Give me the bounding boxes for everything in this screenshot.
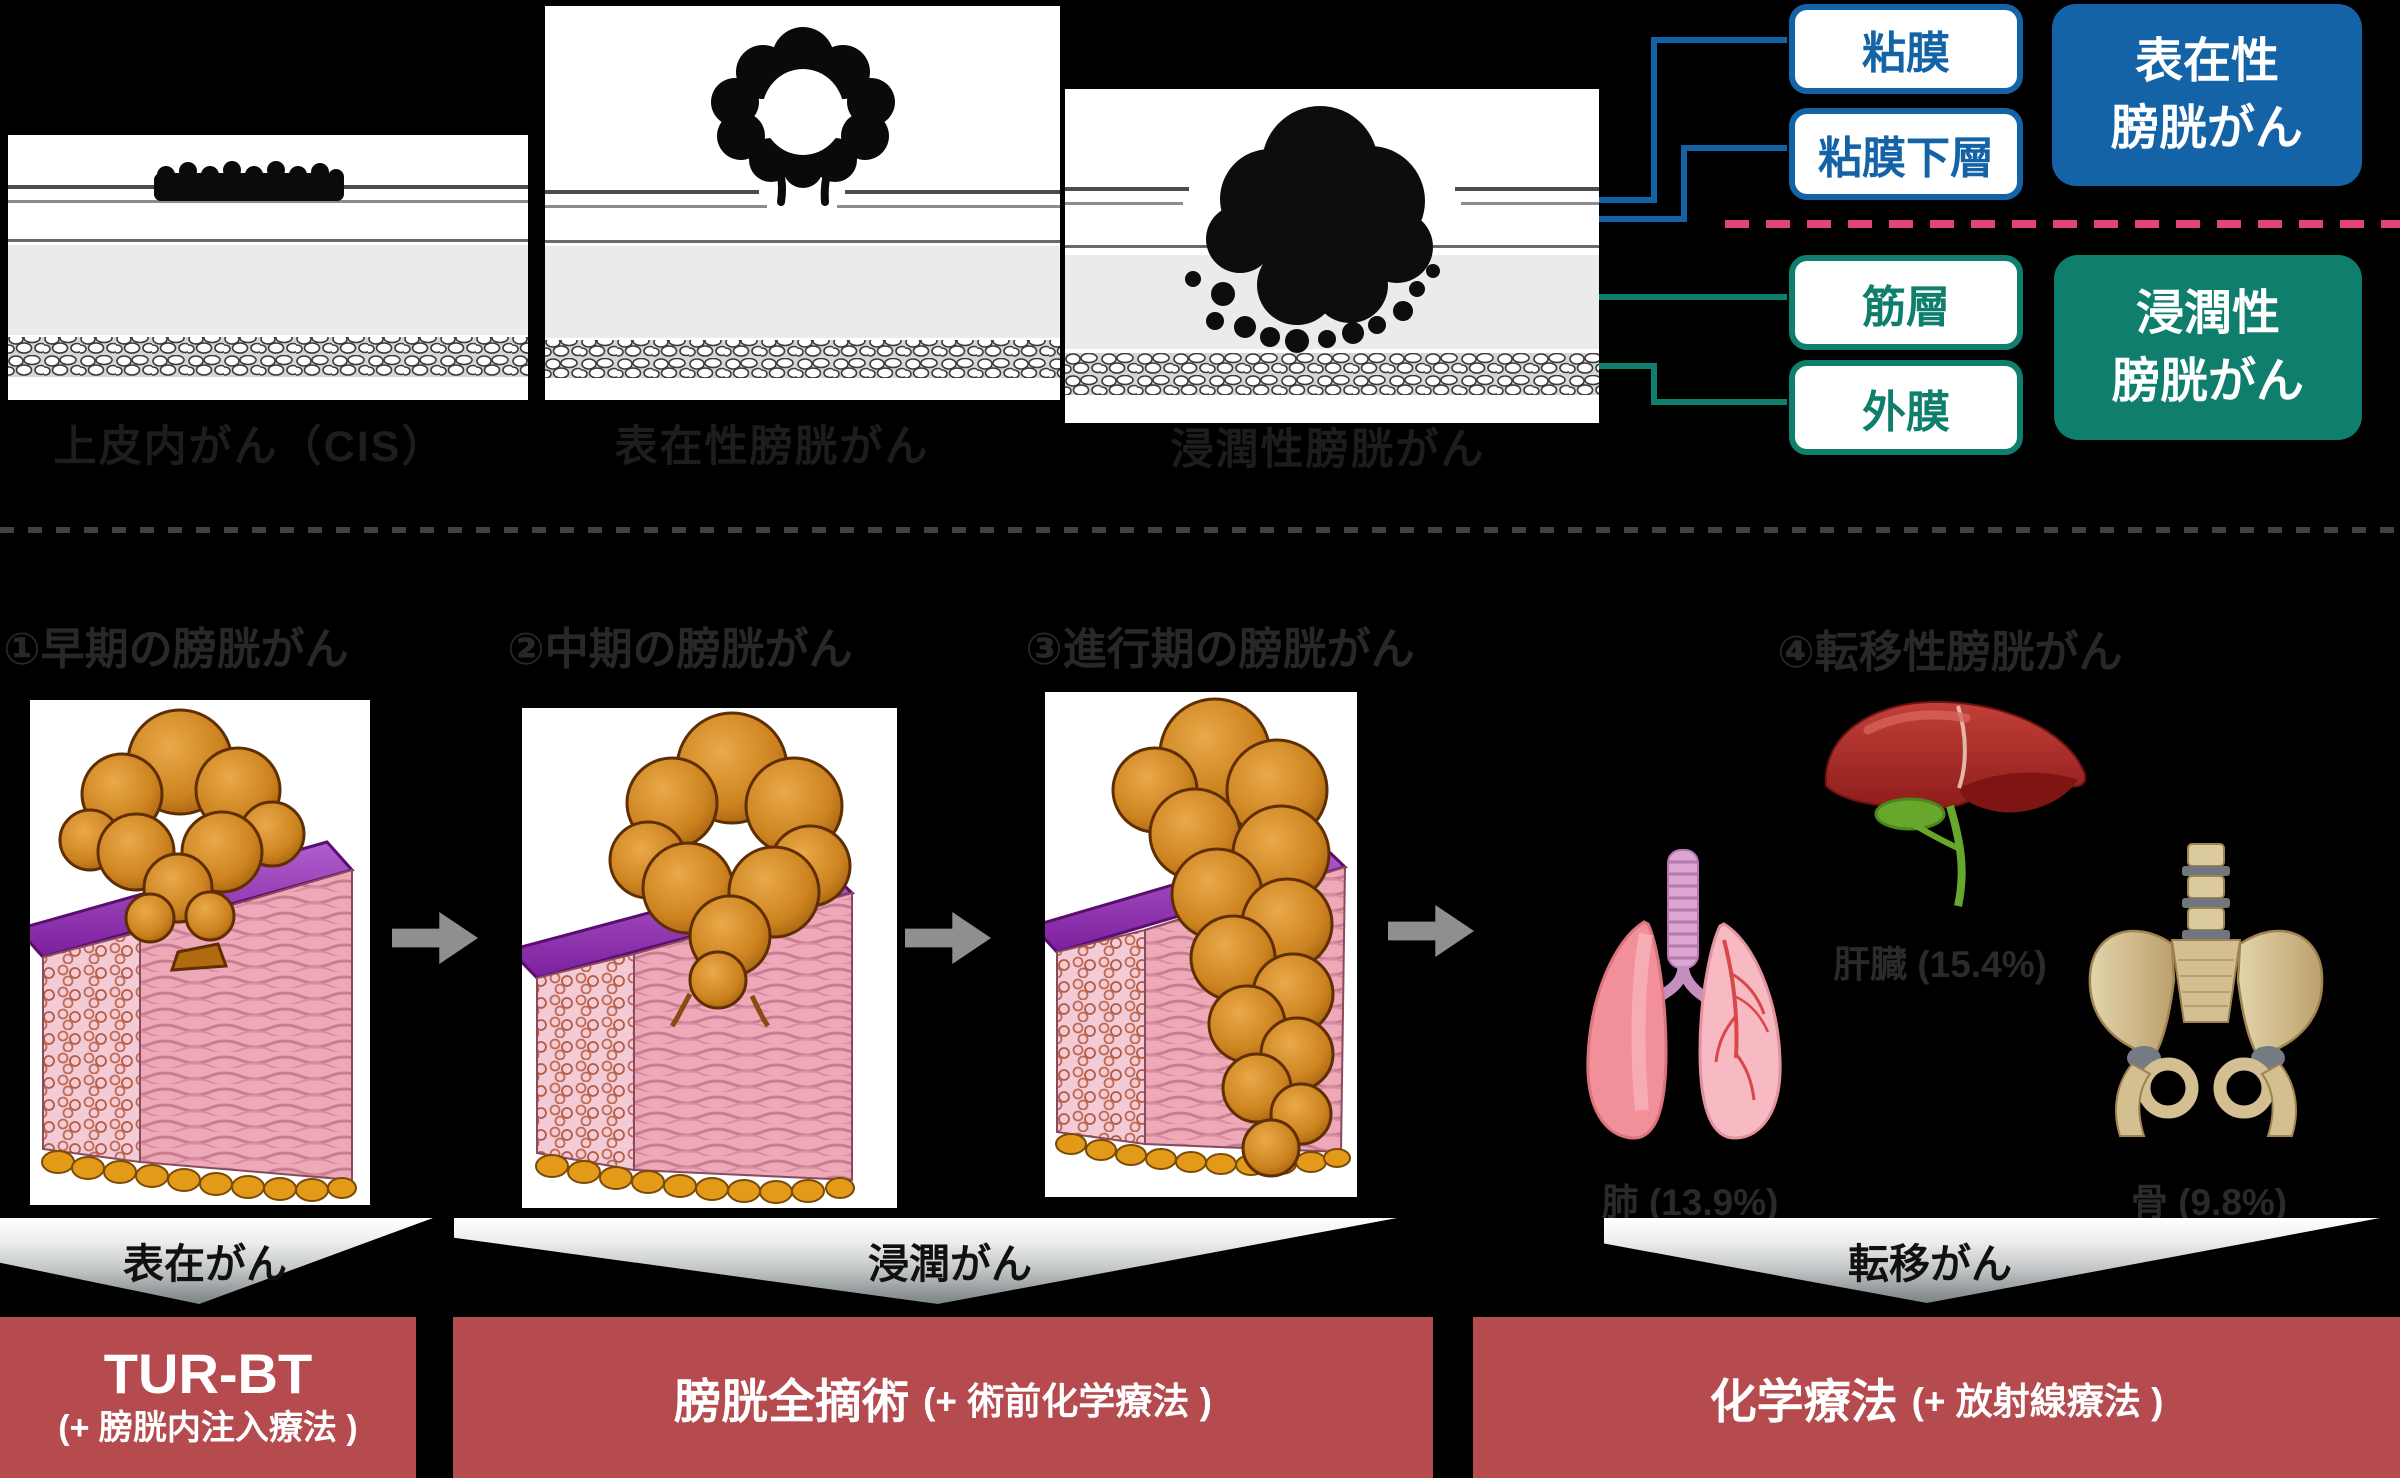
invasive-line2: 膀胱がん xyxy=(2111,354,2304,408)
layer-label-mucosa: 粘膜 xyxy=(1789,4,2023,94)
category-label-superficial: 表在がん xyxy=(123,1241,287,1287)
adventitia-text: 外膜 xyxy=(1862,387,1950,437)
histology-caption-cis: 上皮内がん（CIS） xyxy=(53,423,447,471)
stage-title-4: ④転移性膀胱がん xyxy=(1777,628,2123,677)
papillary-tumor-stage1 xyxy=(58,708,306,972)
superficial-line2: 膀胱がん xyxy=(2110,102,2303,155)
fat-layer xyxy=(41,1150,357,1202)
histology-caption-superficial: 表在性膀胱がん xyxy=(614,423,930,471)
invasive-line1: 浸潤性 xyxy=(2135,287,2280,341)
invasive-diagram xyxy=(1065,89,1599,423)
progression-arrow-1-icon xyxy=(392,912,478,964)
histology-image-superficial xyxy=(545,6,1060,400)
treatment-main-chemotherapy: 化学療法 xyxy=(1709,1375,1898,1428)
superficial-line1: 表在性 xyxy=(2134,34,2279,88)
progression-arrow-2-icon xyxy=(905,912,991,964)
tumor-stage3 xyxy=(1111,697,1335,1178)
section-divider xyxy=(0,527,2400,533)
superficial-diagram xyxy=(545,6,1060,400)
muscle-text: 筋層 xyxy=(1862,282,1950,332)
treatment-sub-chemotherapy: (+ 放射線療法 ) xyxy=(1911,1380,2164,1422)
superficial-invasive-divider xyxy=(1725,220,2400,228)
treatment-bar-chemotherapy: 化学療法 (+ 放射線療法 ) xyxy=(1473,1317,2400,1478)
cis-diagram xyxy=(8,135,528,400)
treatment-bar-cystectomy: 膀胱全摘術 (+ 術前化学療法 ) xyxy=(453,1317,1433,1478)
histology-image-cis xyxy=(8,135,528,400)
pelvis-illustration xyxy=(2088,843,2324,1137)
tumor-stage2 xyxy=(608,711,852,1010)
treatment-sub-cystectomy: (+ 術前化学療法 ) xyxy=(923,1380,1212,1422)
treatment-main-cystectomy: 膀胱全摘術 xyxy=(674,1375,910,1428)
metastasis-label-liver: 肝臓 (15.4%) xyxy=(1833,944,2047,985)
layer-label-muscle: 筋層 xyxy=(1789,255,2023,350)
stage1-illustration xyxy=(30,700,370,1205)
stage-title-3: ③進行期の膀胱がん xyxy=(1025,625,1415,674)
histology-image-invasive xyxy=(1065,89,1599,423)
layer-label-submucosa: 粘膜下層 xyxy=(1789,108,2023,200)
superficial-cancer-group-box: 表在性 膀胱がん xyxy=(2052,4,2362,186)
metastasis-label-bone: 骨 (9.8%) xyxy=(2130,1182,2288,1223)
stage2-illustration xyxy=(522,708,897,1208)
metastasis-label-lung: 肺 (13.9%) xyxy=(1601,1182,1779,1223)
histology-caption-invasive: 浸潤性膀胱がん xyxy=(1170,426,1486,474)
category-label-metastatic: 転移がん xyxy=(1848,1241,2012,1287)
lung-vessels xyxy=(1714,939,1770,1101)
stage-title-2: ②中期の膀胱がん xyxy=(507,625,853,674)
liver-illustration xyxy=(1824,700,2087,907)
fat-layer xyxy=(535,1154,855,1204)
treatment-bar-turbt: TUR-BT (+ 膀胱内注入療法 ) xyxy=(0,1317,416,1478)
progression-arrow-3-icon xyxy=(1388,905,1474,957)
cis-tumor-lump xyxy=(154,161,344,201)
treatment-main-turbt: TUR-BT xyxy=(103,1341,313,1405)
invasive-cancer-group-box: 浸潤性 膀胱がん xyxy=(2054,255,2362,440)
mid-tumor-block xyxy=(522,708,897,1208)
tumor-roots xyxy=(669,992,771,1028)
layer-label-adventitia: 外膜 xyxy=(1789,360,2023,455)
category-label-invasive: 浸潤がん xyxy=(868,1241,1032,1287)
invasive-tumor-mass xyxy=(1185,106,1440,353)
treatment-sub-turbt: (+ 膀胱内注入療法 ) xyxy=(58,1408,358,1447)
bile-duct xyxy=(1946,804,1966,907)
gallbladder xyxy=(1874,797,1946,831)
lungs-illustration xyxy=(1586,849,1782,1140)
papillary-tumor xyxy=(711,27,895,206)
mucosa-text: 粘膜 xyxy=(1862,29,1950,78)
stage-title-1: ①早期の膀胱がん xyxy=(3,625,349,674)
early-tumor-block xyxy=(30,700,370,1205)
stage3-illustration xyxy=(1045,692,1357,1197)
submucosa-text: 粘膜下層 xyxy=(1818,134,1994,183)
advanced-tumor-block xyxy=(1045,692,1357,1197)
